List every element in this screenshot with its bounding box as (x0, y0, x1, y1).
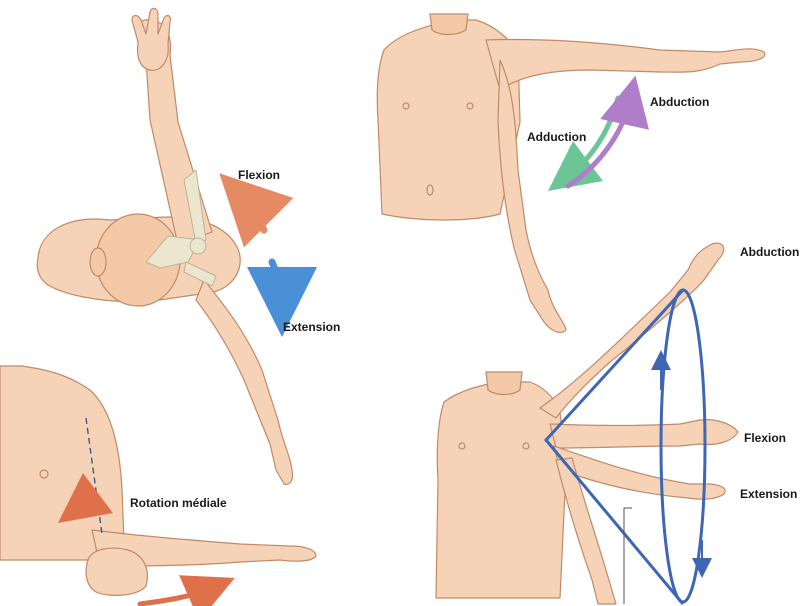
extension-arrow (272, 262, 282, 302)
flexion-arrow (244, 198, 264, 230)
circumduction-figure (436, 243, 738, 604)
abduction-label-arrow: Abduction (650, 95, 709, 109)
adduction-label: Adduction (527, 130, 586, 144)
rotation-arrow-lower (140, 588, 212, 604)
extension-label-circle: Extension (740, 487, 797, 501)
abduction-label-circle: Abduction (740, 245, 799, 259)
flexion-label-circle: Flexion (744, 431, 786, 445)
rotation-label: Rotation médiale (130, 496, 227, 510)
extension-label-top: Extension (283, 320, 340, 334)
flexion-label-top: Flexion (238, 168, 280, 182)
